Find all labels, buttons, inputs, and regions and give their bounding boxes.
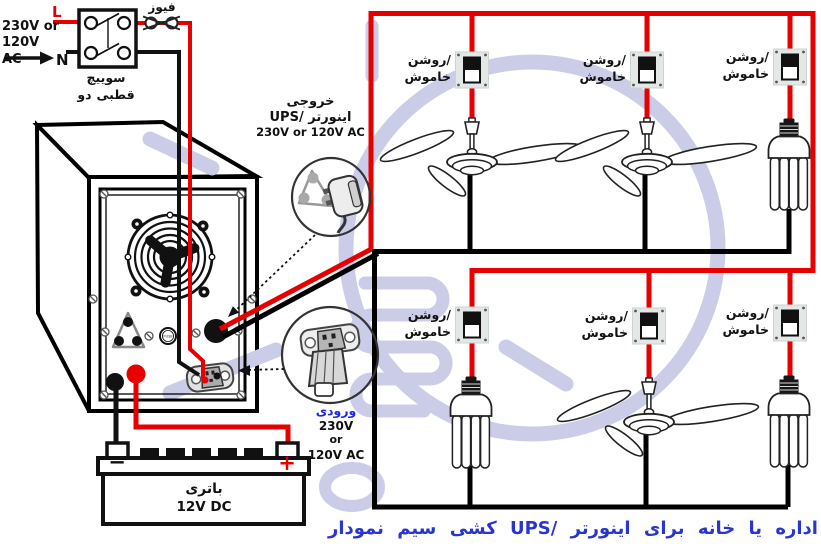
dc-negative-terminal [106, 373, 124, 391]
onoff-label: روشن/ خاموش [703, 48, 769, 82]
watermark-bulb-hand [319, 19, 726, 512]
cfl-bulb-icon [767, 374, 811, 468]
caption-word: یا [748, 518, 763, 539]
input-title: ورودی [315, 403, 357, 418]
battery-label: باتری 12V DC [148, 480, 260, 516]
onoff-label: روشن/ خاموش [385, 306, 451, 340]
pole-switch-label: سوییچ دو قطبی [66, 69, 146, 103]
three-pin-outlet-icon [111, 311, 146, 349]
fuse-icon [142, 15, 181, 31]
pole-switch-type-word2: قطبی [96, 87, 135, 102]
rocker-switch-icon [631, 307, 667, 345]
ceiling-fan-icon [552, 117, 759, 201]
onoff-line1: روشن/ [582, 52, 626, 67]
battery-rating: 12V DC [176, 499, 232, 515]
onoff-line2: خاموش [581, 325, 628, 340]
output-voltage: 230V or 120V AC [256, 125, 365, 139]
output-plug-callout [228, 156, 372, 317]
onoff-label: روشن/ خاموش [560, 51, 626, 85]
cooling-fan-icon [124, 211, 216, 303]
caption-word: نمودار [328, 518, 384, 539]
onoff-line2: خاموش [404, 324, 451, 339]
rocker-switch-icon [772, 304, 808, 342]
onoff-line1: روشن/ [584, 308, 628, 323]
caption-word: اداره [775, 518, 818, 539]
cfl-bulb-icon [767, 117, 811, 211]
rocker-switch-icon [454, 51, 490, 89]
onoff-line1: روشن/ [725, 49, 769, 64]
onoff-line2: خاموش [722, 322, 769, 337]
onoff-line2: خاموش [404, 69, 451, 84]
pole-switch-type-word1: دو [77, 87, 92, 102]
input-callout-label: ورودی 230V or 120V AC [300, 403, 372, 462]
battery-icon [96, 382, 311, 526]
onoff-label: روشن/ خاموش [385, 51, 451, 85]
fuse-label: فیوز [148, 0, 176, 14]
power-plug-icon [297, 169, 364, 234]
pole-switch-name: سوییچ [86, 70, 126, 85]
supply-voltage-line2: 120V AC [2, 35, 40, 67]
onoff-line1: روشن/ [725, 305, 769, 320]
dc-positive-terminal [126, 364, 146, 384]
onoff-label: روشن/ خاموش [703, 304, 769, 338]
onoff-label: روشن/ خاموش [562, 307, 628, 341]
supply-voltage-line1: 230V or [2, 19, 60, 34]
live-label: L [52, 3, 62, 21]
caption-word: خانه [697, 518, 736, 539]
onoff-line1: روشن/ [407, 307, 451, 322]
rocker-switch-icon [454, 306, 490, 344]
input-voltage-2: or [329, 433, 343, 446]
input-voltage-1: 230V [318, 418, 354, 433]
output-callout-label: خروجی UPS/ اینورتر 230V or 120V AC [238, 94, 383, 141]
output-title: خروجی [286, 94, 335, 109]
input-plug-callout [238, 305, 380, 405]
cfl-bulb-icon [449, 375, 493, 469]
box-left-face [34, 120, 91, 412]
supply-voltage-label: 230V or 120V AC [2, 19, 60, 68]
battery-plus: + [278, 451, 296, 475]
neutral-label: N [56, 51, 69, 69]
caption-word: برای [643, 518, 685, 539]
caption: نمودار سیم کشی UPS/ اینورتر برای خانه یا… [328, 518, 818, 541]
battery-name: باتری [185, 481, 223, 497]
pole-switch-type: دو قطبی [66, 86, 146, 103]
live-wire-to-ups [188, 21, 205, 378]
ups-panel [98, 187, 247, 402]
battery-minus: − [108, 450, 126, 474]
caption-word: اینورتر [570, 518, 631, 539]
caption-word: کشی [449, 518, 497, 539]
output-device: UPS/ اینورتر [269, 109, 352, 125]
neutral-wire-to-ups [177, 50, 201, 377]
iec-inlet-plug-icon [299, 323, 361, 397]
caption-word: سیم [397, 518, 437, 539]
input-voltage-3: 120V AC [307, 447, 365, 462]
fuse-holder-icon: FUSE [159, 327, 177, 345]
fuse-holder-label: FUSE [163, 334, 173, 338]
ac-supply-circuit [5, 8, 221, 384]
caption-word: UPS/ [510, 518, 558, 539]
ceiling-fan-icon [377, 117, 584, 201]
onoff-line2: خاموش [579, 69, 626, 84]
onoff-line2: خاموش [722, 66, 769, 81]
onoff-line1: روشن/ [407, 52, 451, 67]
ac-output-socket-icon [204, 319, 228, 343]
rocker-switch-icon [772, 48, 808, 86]
ac-input-inlet-icon [185, 362, 235, 393]
rocker-switch-icon [629, 51, 665, 89]
